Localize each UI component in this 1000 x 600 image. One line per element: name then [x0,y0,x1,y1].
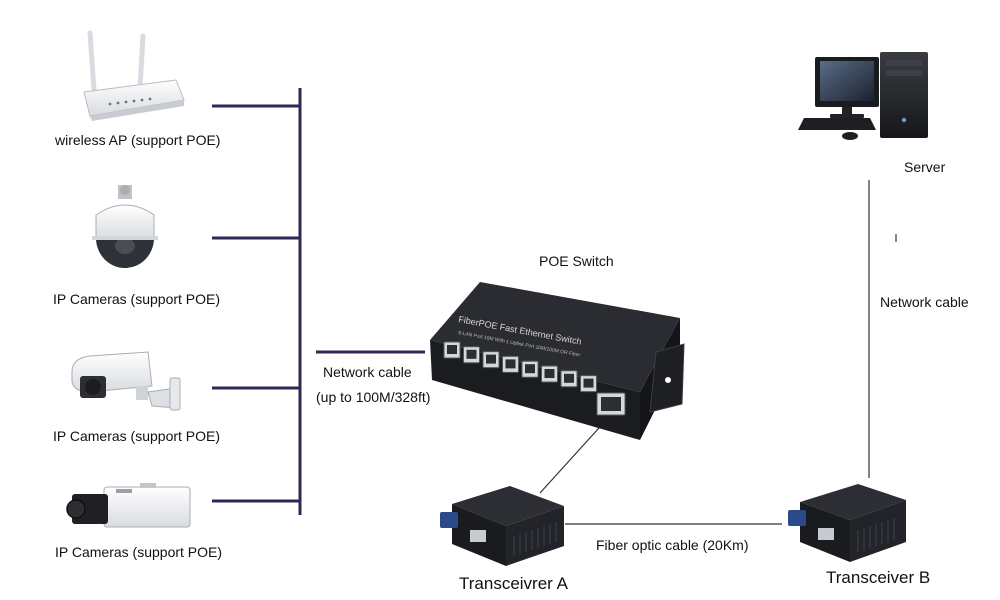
cable-switch-to-transceiver-a [539,417,609,494]
label-ip-camera-dome: IP Cameras (support POE) [53,291,221,307]
transceiver-b-icon [788,484,906,562]
label-fiber-optic-cable: Fiber optic cable (20Km) [596,537,749,553]
box-camera-icon [66,483,191,528]
dome-camera-icon [92,185,158,268]
switch-lan-port-socket [525,364,535,374]
switch-lan-port-socket [466,349,477,359]
wireless-ap-icon [83,30,185,121]
switch-lan-port-socket [486,354,496,364]
label-network-cable-right: Network cable [880,294,969,310]
network-bus [212,88,425,515]
label-transceiver-a: Transceivrer A [459,574,568,593]
switch-lan-port-socket [505,359,516,369]
switch-lan-port-socket [544,369,555,378]
label-transceiver-b: Transceiver B [826,568,931,587]
switch-lan-port-socket [447,345,457,354]
switch-ports [443,341,597,393]
label-ip-camera-box: IP Cameras (support POE) [55,544,223,560]
label-server: Server [904,159,946,175]
label-network-cable-left-range: (up to 100M/328ft) [316,389,431,405]
label-poe-switch: POE Switch [539,253,614,269]
server-icon [798,52,928,140]
poe-switch-icon: FiberPOE Fast Ethernet Switch 8-LAN Port… [430,282,685,440]
transceiver-a-icon [440,486,564,566]
bullet-camera-icon [71,351,181,411]
label-network-cable-left: Network cable [323,364,412,380]
switch-lan-port-socket [583,378,594,388]
label-wireless-ap: wireless AP (support POE) [55,132,221,148]
switch-lan-port-socket [564,373,574,383]
thin-cables [539,180,897,525]
label-ip-camera-bullet: IP Cameras (support POE) [53,428,221,444]
